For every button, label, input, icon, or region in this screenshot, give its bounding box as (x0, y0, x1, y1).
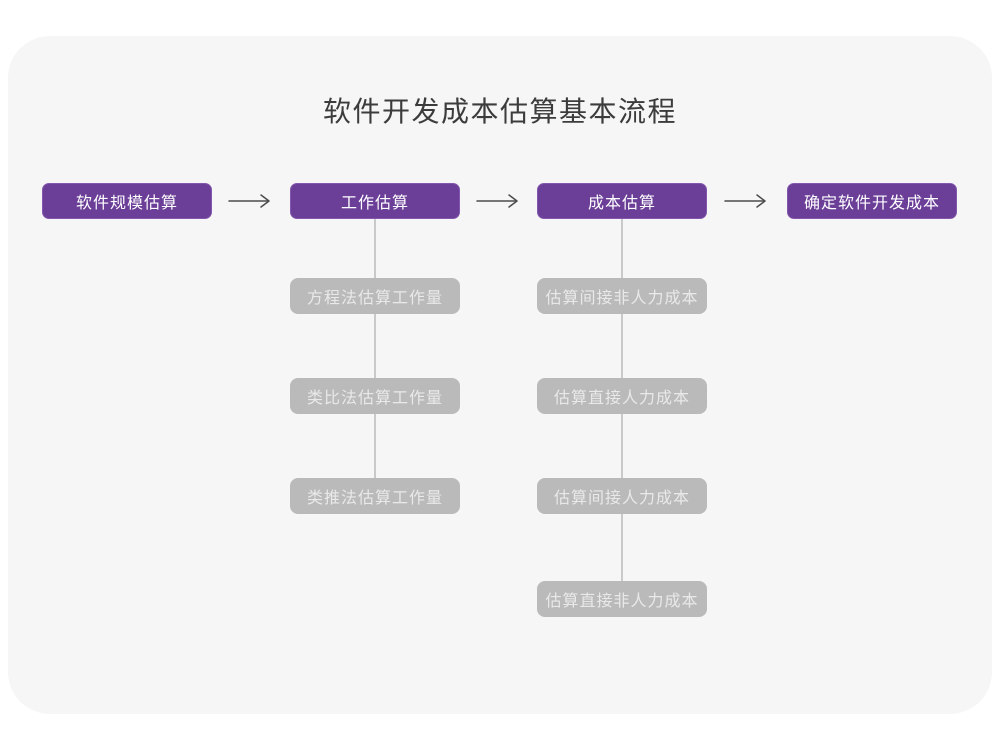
diagram-card (8, 36, 992, 714)
subnode-direct-nonlabor-cost: 估算直接非人力成本 (537, 581, 707, 617)
subnode-extrapolation-method: 类推法估算工作量 (290, 478, 460, 514)
subnode-label: 估算直接非人力成本 (545, 593, 699, 610)
subnode-label: 方程法估算工作量 (306, 290, 443, 307)
subnode-label: 类比法估算工作量 (306, 390, 443, 407)
subnode-label: 估算间接非人力成本 (545, 290, 699, 307)
subnode-indirect-nonlabor-cost: 估算间接非人力成本 (537, 278, 707, 314)
subnode-direct-labor-cost: 估算直接人力成本 (537, 378, 707, 414)
diagram-title: 软件开发成本估算基本流程 (322, 96, 677, 127)
subnode-label: 类推法估算工作量 (306, 490, 443, 507)
connector-line-work-column (374, 219, 376, 497)
subnode-equation-method: 方程法估算工作量 (290, 278, 460, 314)
arrow-right-icon (228, 194, 270, 208)
stage-node-label: 确定软件开发成本 (803, 195, 940, 212)
subnode-indirect-labor-cost: 估算间接人力成本 (537, 478, 707, 514)
arrow-right-icon (724, 194, 766, 208)
stage-node-cost-estimation: 成本估算 (537, 183, 707, 219)
stage-node-label: 成本估算 (587, 195, 656, 212)
subnode-analogy-method: 类比法估算工作量 (290, 378, 460, 414)
arrow-right-icon (476, 194, 518, 208)
subnode-label: 估算间接人力成本 (553, 490, 690, 507)
stage-node-software-size-estimation: 软件规模估算 (42, 183, 212, 219)
stage-node-label: 软件规模估算 (75, 195, 178, 212)
stage-node-label: 工作估算 (340, 195, 409, 212)
stage-node-determine-dev-cost: 确定软件开发成本 (787, 183, 957, 219)
stage-node-work-estimation: 工作估算 (290, 183, 460, 219)
subnode-label: 估算直接人力成本 (553, 390, 690, 407)
